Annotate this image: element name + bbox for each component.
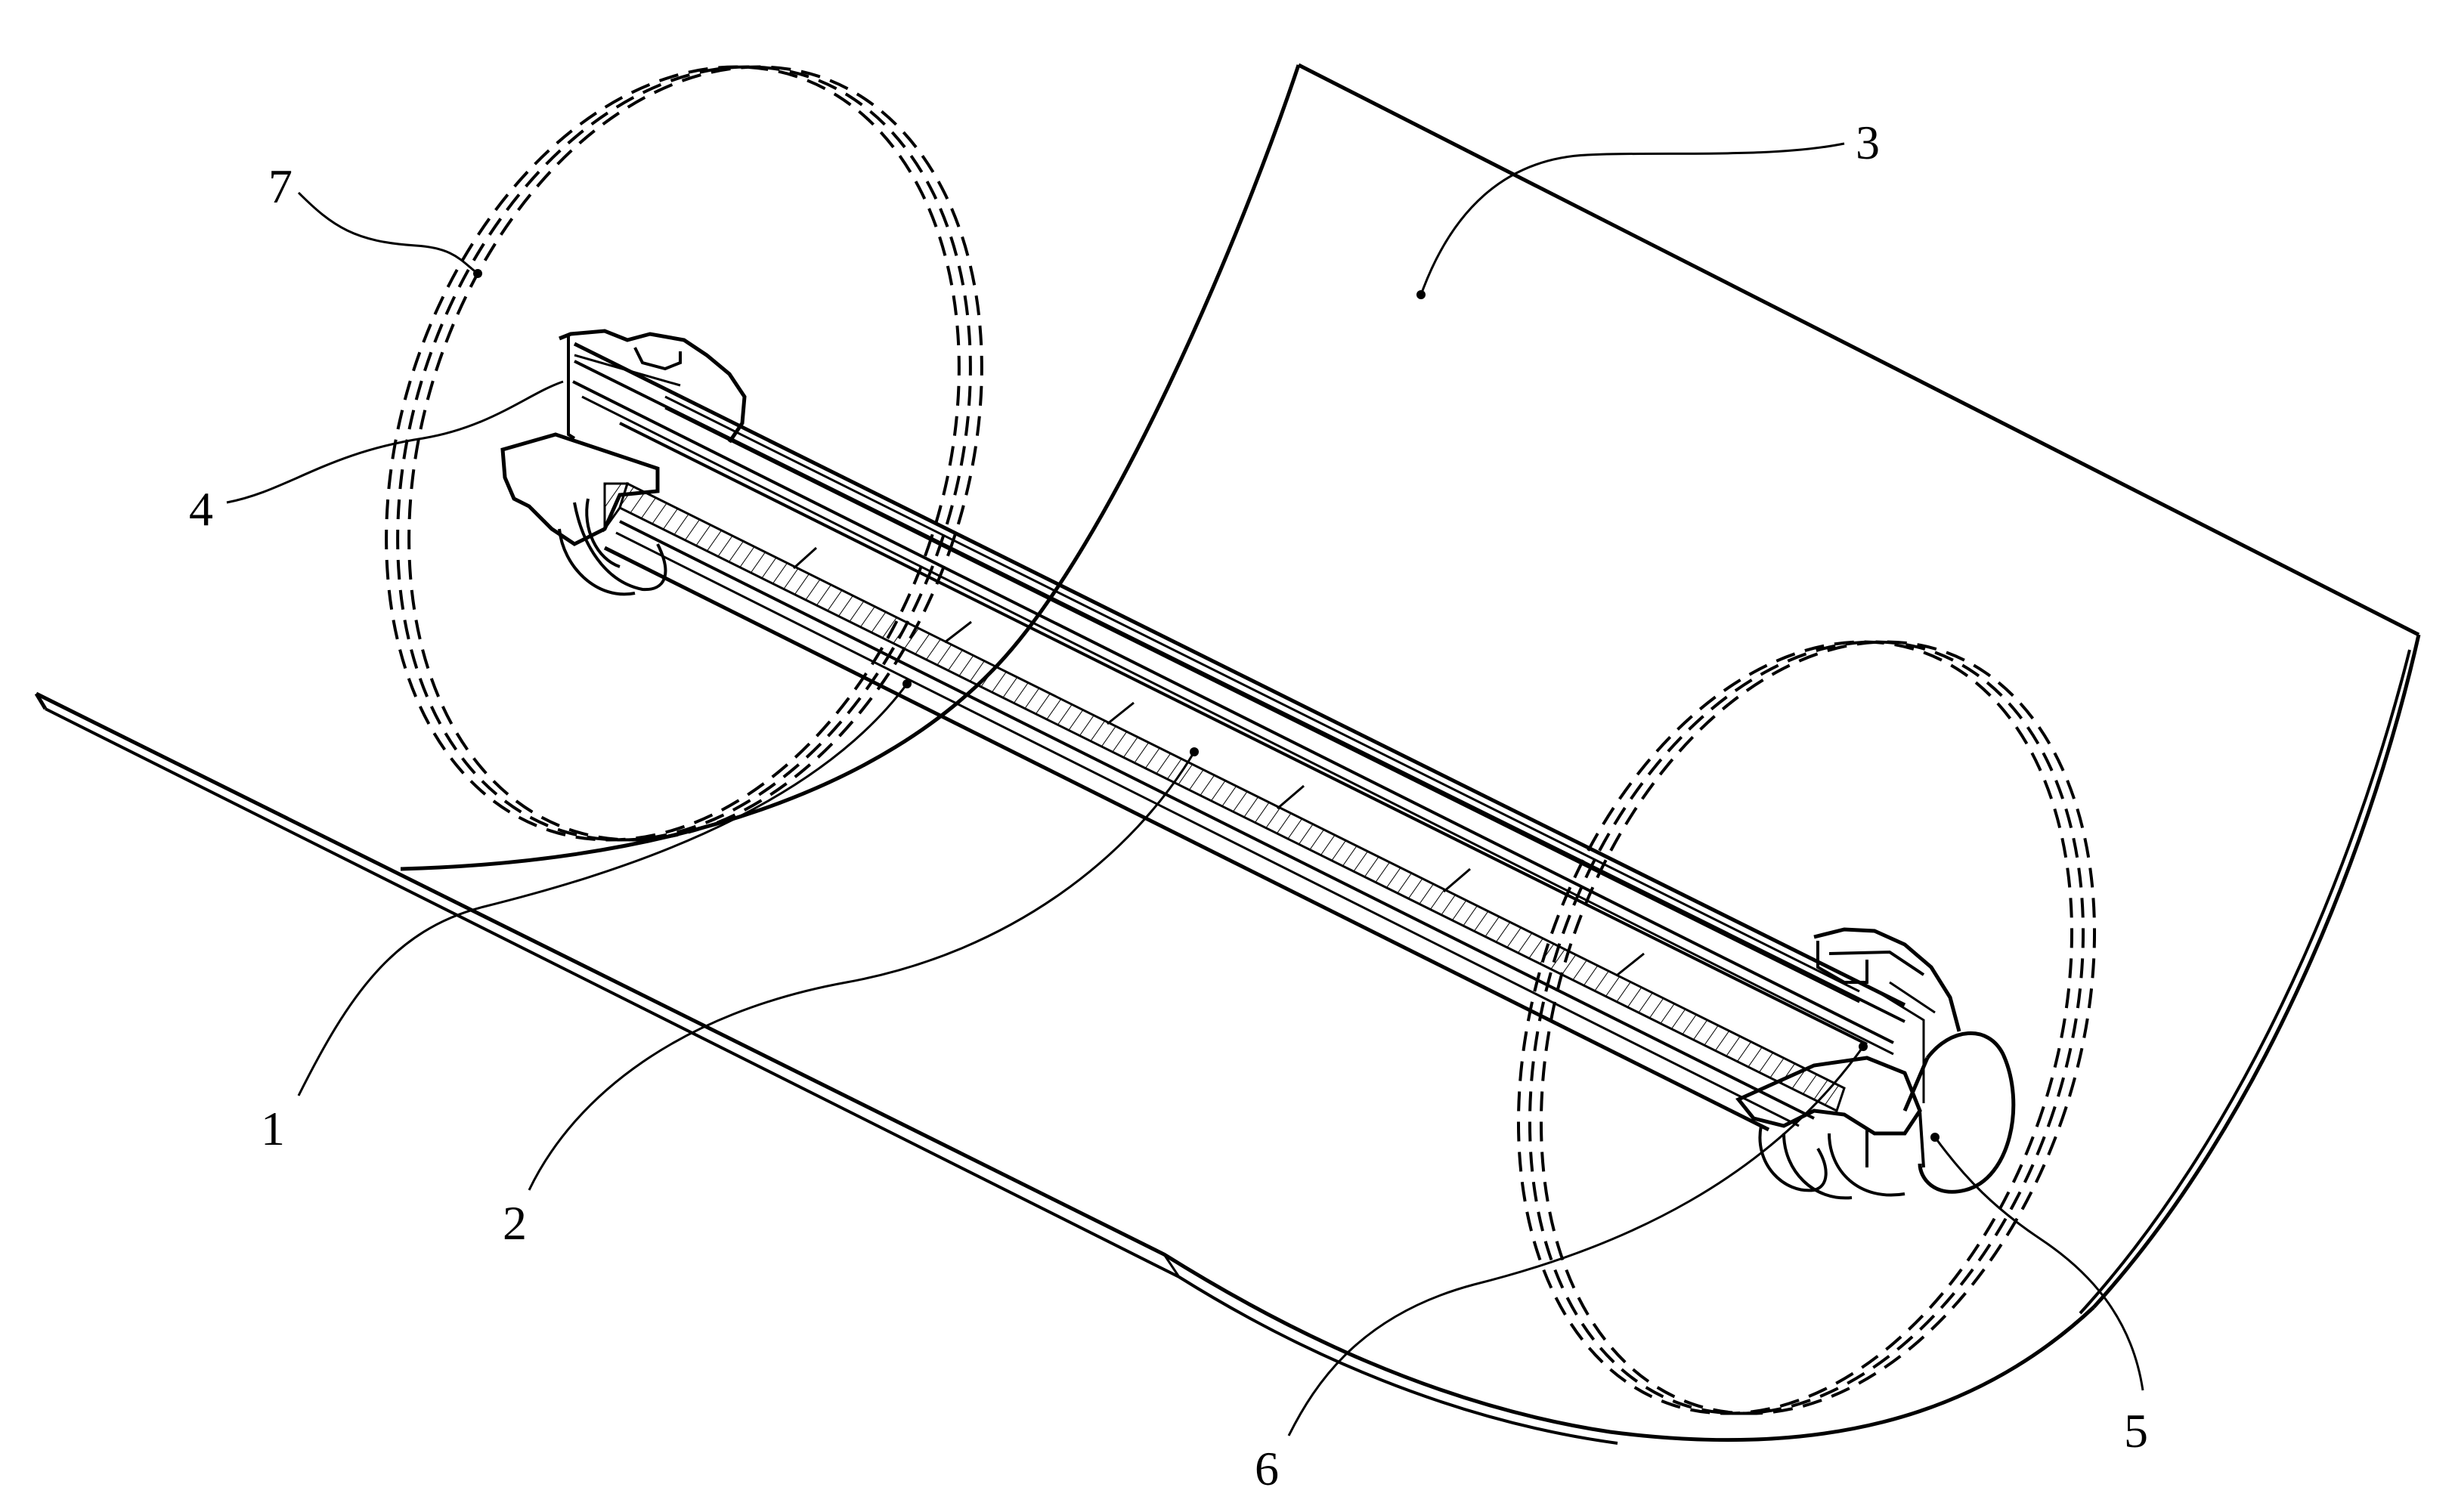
absorber-core (618, 481, 1846, 1113)
reflector-sheet (34, 63, 2421, 1445)
coil-right (1516, 640, 2097, 1415)
leader-lines (226, 142, 2144, 1436)
end-face (1918, 1031, 2016, 1194)
part-labels: 7 3 4 1 2 6 5 (189, 116, 2148, 1495)
label-5: 5 (2124, 1404, 2148, 1458)
label-4: 4 (189, 482, 213, 536)
coil-left (385, 65, 983, 842)
receiver-tube (500, 329, 2016, 1200)
label-6: 6 (1255, 1442, 1279, 1495)
label-7: 7 (268, 159, 293, 213)
end-cap-right (1735, 927, 2016, 1200)
end-cap-left (500, 329, 747, 596)
label-3: 3 (1856, 116, 1880, 169)
label-2: 2 (503, 1196, 527, 1250)
label-1: 1 (261, 1102, 285, 1155)
